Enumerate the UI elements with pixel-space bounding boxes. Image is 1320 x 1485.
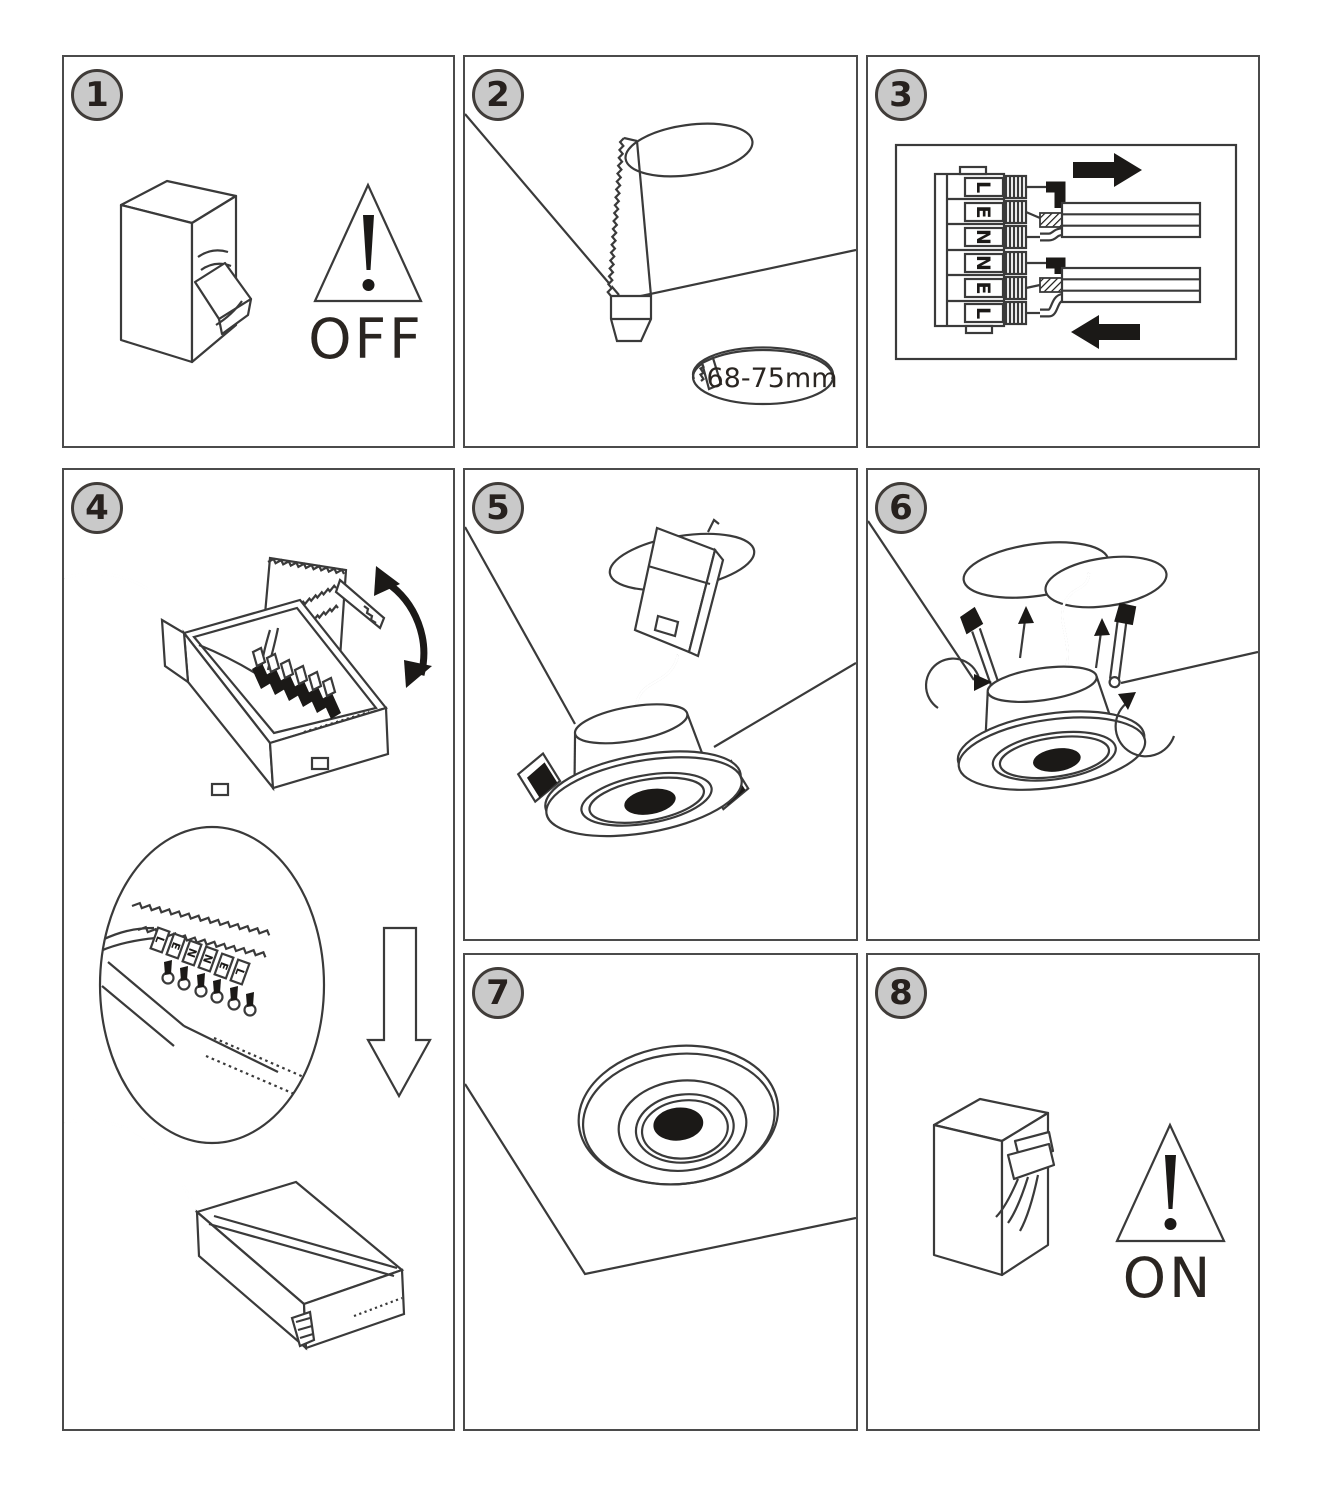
step-8-panel: 8 ON (866, 953, 1260, 1431)
terminal-row: N (963, 224, 1040, 250)
terminal-label: L (972, 307, 994, 319)
ceiling-hole (624, 122, 754, 178)
rotate-arrow-icon (374, 566, 432, 688)
driver-box-illustration: L E N N E L (64, 556, 432, 1351)
saw-icon (606, 136, 653, 343)
terminal-label: N (184, 946, 199, 959)
lamp-aperture (1033, 748, 1081, 772)
spring-clip (516, 751, 562, 804)
terminal-row: L (963, 300, 1040, 326)
terminal-block: L E N (933, 165, 1046, 335)
terminal-row: N (963, 250, 1046, 276)
circuit-breaker-icon (932, 1097, 1056, 1277)
step-number: 3 (889, 75, 913, 115)
terminal-label: E (972, 282, 994, 295)
terminal-label: E (168, 940, 183, 952)
step-number-badge: 8 (875, 967, 927, 1019)
lamp-aperture (624, 788, 676, 815)
loop-out-cable (1039, 257, 1202, 318)
downlight-fixture (956, 602, 1147, 791)
terminal-row (251, 646, 341, 719)
step-number-badge: 5 (472, 482, 524, 534)
saw-icon-small (698, 356, 723, 391)
step-number-badge: 1 (71, 69, 123, 121)
connecting-cable (1061, 572, 1091, 677)
downlight-face (577, 1044, 780, 1186)
step-number: 6 (889, 488, 913, 528)
circuit-breaker-icon (119, 179, 253, 364)
off-label: OFF (308, 307, 424, 371)
clip-fixture-illustration (868, 520, 1258, 791)
terminal-labels: L E N N E L (149, 926, 251, 986)
ceiling-line (713, 662, 856, 748)
terminal-label: L (232, 966, 247, 977)
step-number-badge: 6 (875, 482, 927, 534)
closed-driver-box (64, 1119, 406, 1351)
ceiling-line (868, 520, 975, 681)
terminal-label: L (152, 934, 167, 945)
on-label: ON (1123, 1246, 1213, 1310)
terminal-label: E (216, 960, 231, 972)
open-driver-box (64, 556, 432, 797)
step-number-badge: 3 (875, 69, 927, 121)
step-2-panel: 2 68-75mm (463, 55, 858, 448)
terminal-label: N (200, 952, 215, 965)
step-number: 8 (889, 973, 913, 1013)
cut-hole-illustration: 68-75mm (465, 113, 856, 406)
magnifier-inset: L E N N E L (98, 825, 326, 1145)
arrow-right-icon (1073, 153, 1142, 187)
wiring-illustration: L E N (894, 143, 1238, 361)
step-number: 5 (486, 488, 510, 528)
terminal-label: N (972, 229, 994, 245)
step-number-badge: 2 (472, 69, 524, 121)
step-number: 7 (486, 973, 510, 1013)
step-4-panel: 4 (62, 468, 455, 1431)
step-5-panel: 5 (463, 468, 858, 941)
rotate-arrow-icon (924, 657, 992, 709)
terminal-clamps (161, 960, 257, 1017)
downlight-fixture (516, 703, 750, 838)
terminal-row: E (963, 199, 1041, 225)
ceiling-line (621, 248, 856, 302)
breaker-off-illustration: OFF (119, 179, 424, 371)
ceiling-line (465, 113, 620, 296)
lamp-aperture (653, 1107, 704, 1141)
insert-driver-illustration (465, 518, 856, 838)
ceiling-line (1120, 650, 1258, 685)
warning-triangle-icon (313, 182, 423, 303)
hole-size-callout: 68-75mm (691, 346, 838, 406)
step-3-panel: 3 (866, 55, 1260, 448)
terminal-label: E (972, 206, 994, 219)
spring-clip (1108, 602, 1137, 689)
ceiling-hole (1044, 555, 1168, 609)
terminal-label: N (972, 255, 994, 271)
step-number: 4 (85, 488, 109, 528)
mains-cable (1039, 181, 1202, 242)
breaker-on-illustration: ON (932, 1097, 1226, 1310)
terminal-row: E (963, 275, 1041, 301)
up-arrow-icon (1094, 618, 1110, 669)
ceiling-corner (465, 1083, 856, 1276)
hole-size-label: 68-75mm (706, 363, 837, 394)
step-number-badge: 4 (71, 482, 123, 534)
up-arrow-icon (1018, 606, 1034, 659)
step-7-panel: 7 (463, 953, 858, 1431)
step-number: 1 (85, 75, 109, 115)
terminal-label: L (972, 181, 994, 193)
warning-triangle-icon (1115, 1122, 1226, 1243)
step-6-panel: 6 (866, 468, 1260, 941)
driver-box (633, 518, 725, 658)
ceiling-line (465, 526, 576, 725)
step-1-panel: 1 OFF (62, 55, 455, 448)
rotate-arrow-icon (1114, 692, 1176, 758)
arrow-left-icon (1071, 315, 1140, 349)
step-number-badge: 7 (472, 967, 524, 1019)
installed-downlight-illustration (465, 1044, 856, 1276)
latch-clip (290, 1310, 316, 1348)
terminal-row: L (963, 174, 1046, 200)
step-number: 2 (486, 75, 510, 115)
down-arrow-icon (366, 926, 432, 1099)
